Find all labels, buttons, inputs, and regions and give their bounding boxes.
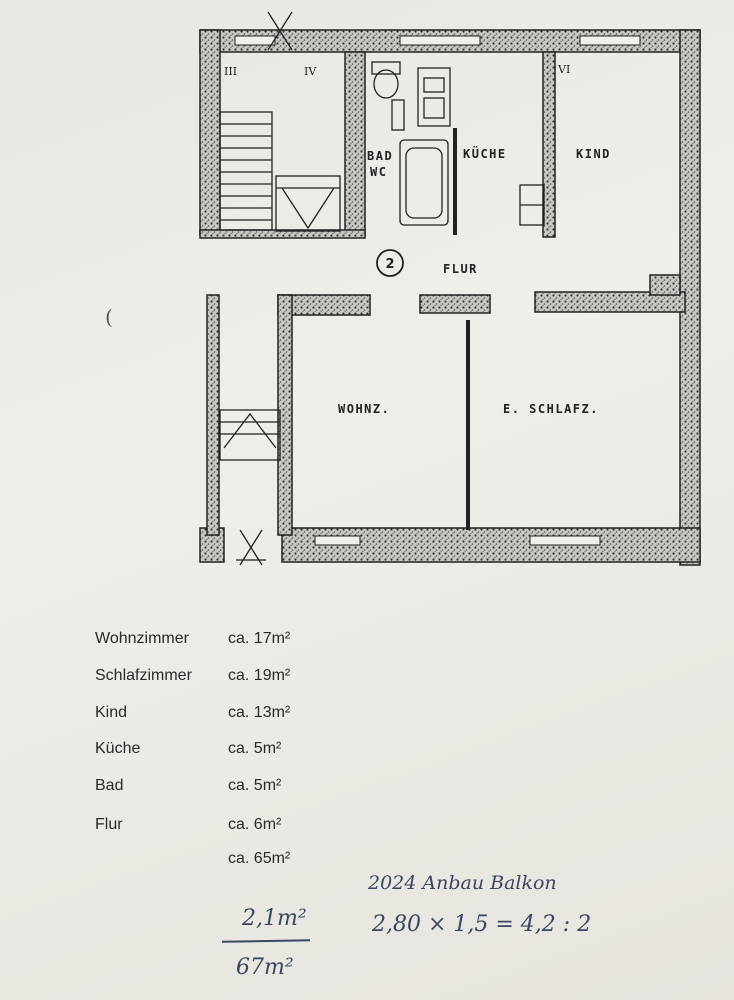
room-label-flur: FLUR	[443, 262, 478, 276]
room-label-wohnzimmer: WOHNZ.	[338, 402, 390, 416]
area-name: Wohnzimmer	[95, 630, 189, 647]
handwritten-note-balcony: 2024 Anbau Balkon	[368, 872, 557, 894]
stair-number-6: VI	[557, 63, 570, 76]
flat-number: 2	[385, 257, 394, 272]
interior-walls	[199, 51, 686, 536]
room-label-schlafzimmer: E. SCHLAFZ.	[503, 402, 599, 416]
area-total-value: ca. 65m²	[228, 850, 291, 867]
area-value: ca. 5m²	[228, 740, 282, 757]
area-value: ca. 6m²	[228, 816, 282, 833]
handwritten-total: 67m²	[236, 955, 294, 980]
staircase	[219, 11, 341, 566]
windows	[234, 35, 641, 546]
area-name: Schlafzimmer	[95, 667, 192, 684]
area-value: ca. 19m²	[228, 667, 291, 684]
stair-number-3: III	[224, 65, 237, 78]
handwritten-sum-line	[221, 939, 311, 943]
room-label-bad: BAD	[367, 149, 393, 163]
room-label-wc: WC	[370, 165, 387, 179]
stray-mark: (	[105, 305, 113, 329]
floor-plan: III IV VI BAD WC KÜCHE KIND 2 FLUR WOHNZ…	[199, 11, 701, 566]
area-value: ca. 17m²	[228, 630, 291, 647]
outer-walls	[199, 29, 701, 566]
room-label-kind: KIND	[576, 147, 611, 161]
partitions	[453, 128, 470, 530]
handwritten-note-calculation: 2,80 × 1,5 = 4,2 : 2	[372, 912, 592, 937]
area-name: Flur	[95, 816, 123, 833]
handwritten-addition: 2,1m²	[242, 906, 307, 931]
flat-number-circle	[376, 249, 404, 277]
area-name: Bad	[95, 777, 124, 794]
area-name: Küche	[95, 740, 141, 757]
area-name: Kind	[95, 704, 128, 721]
bathroom-fixtures	[371, 61, 449, 226]
area-value: ca. 13m²	[228, 704, 291, 721]
kitchen-fixtures	[417, 67, 545, 226]
area-value: ca. 5m²	[228, 777, 282, 794]
stair-number-4: IV	[304, 65, 317, 78]
room-label-kueche: KÜCHE	[463, 146, 507, 161]
